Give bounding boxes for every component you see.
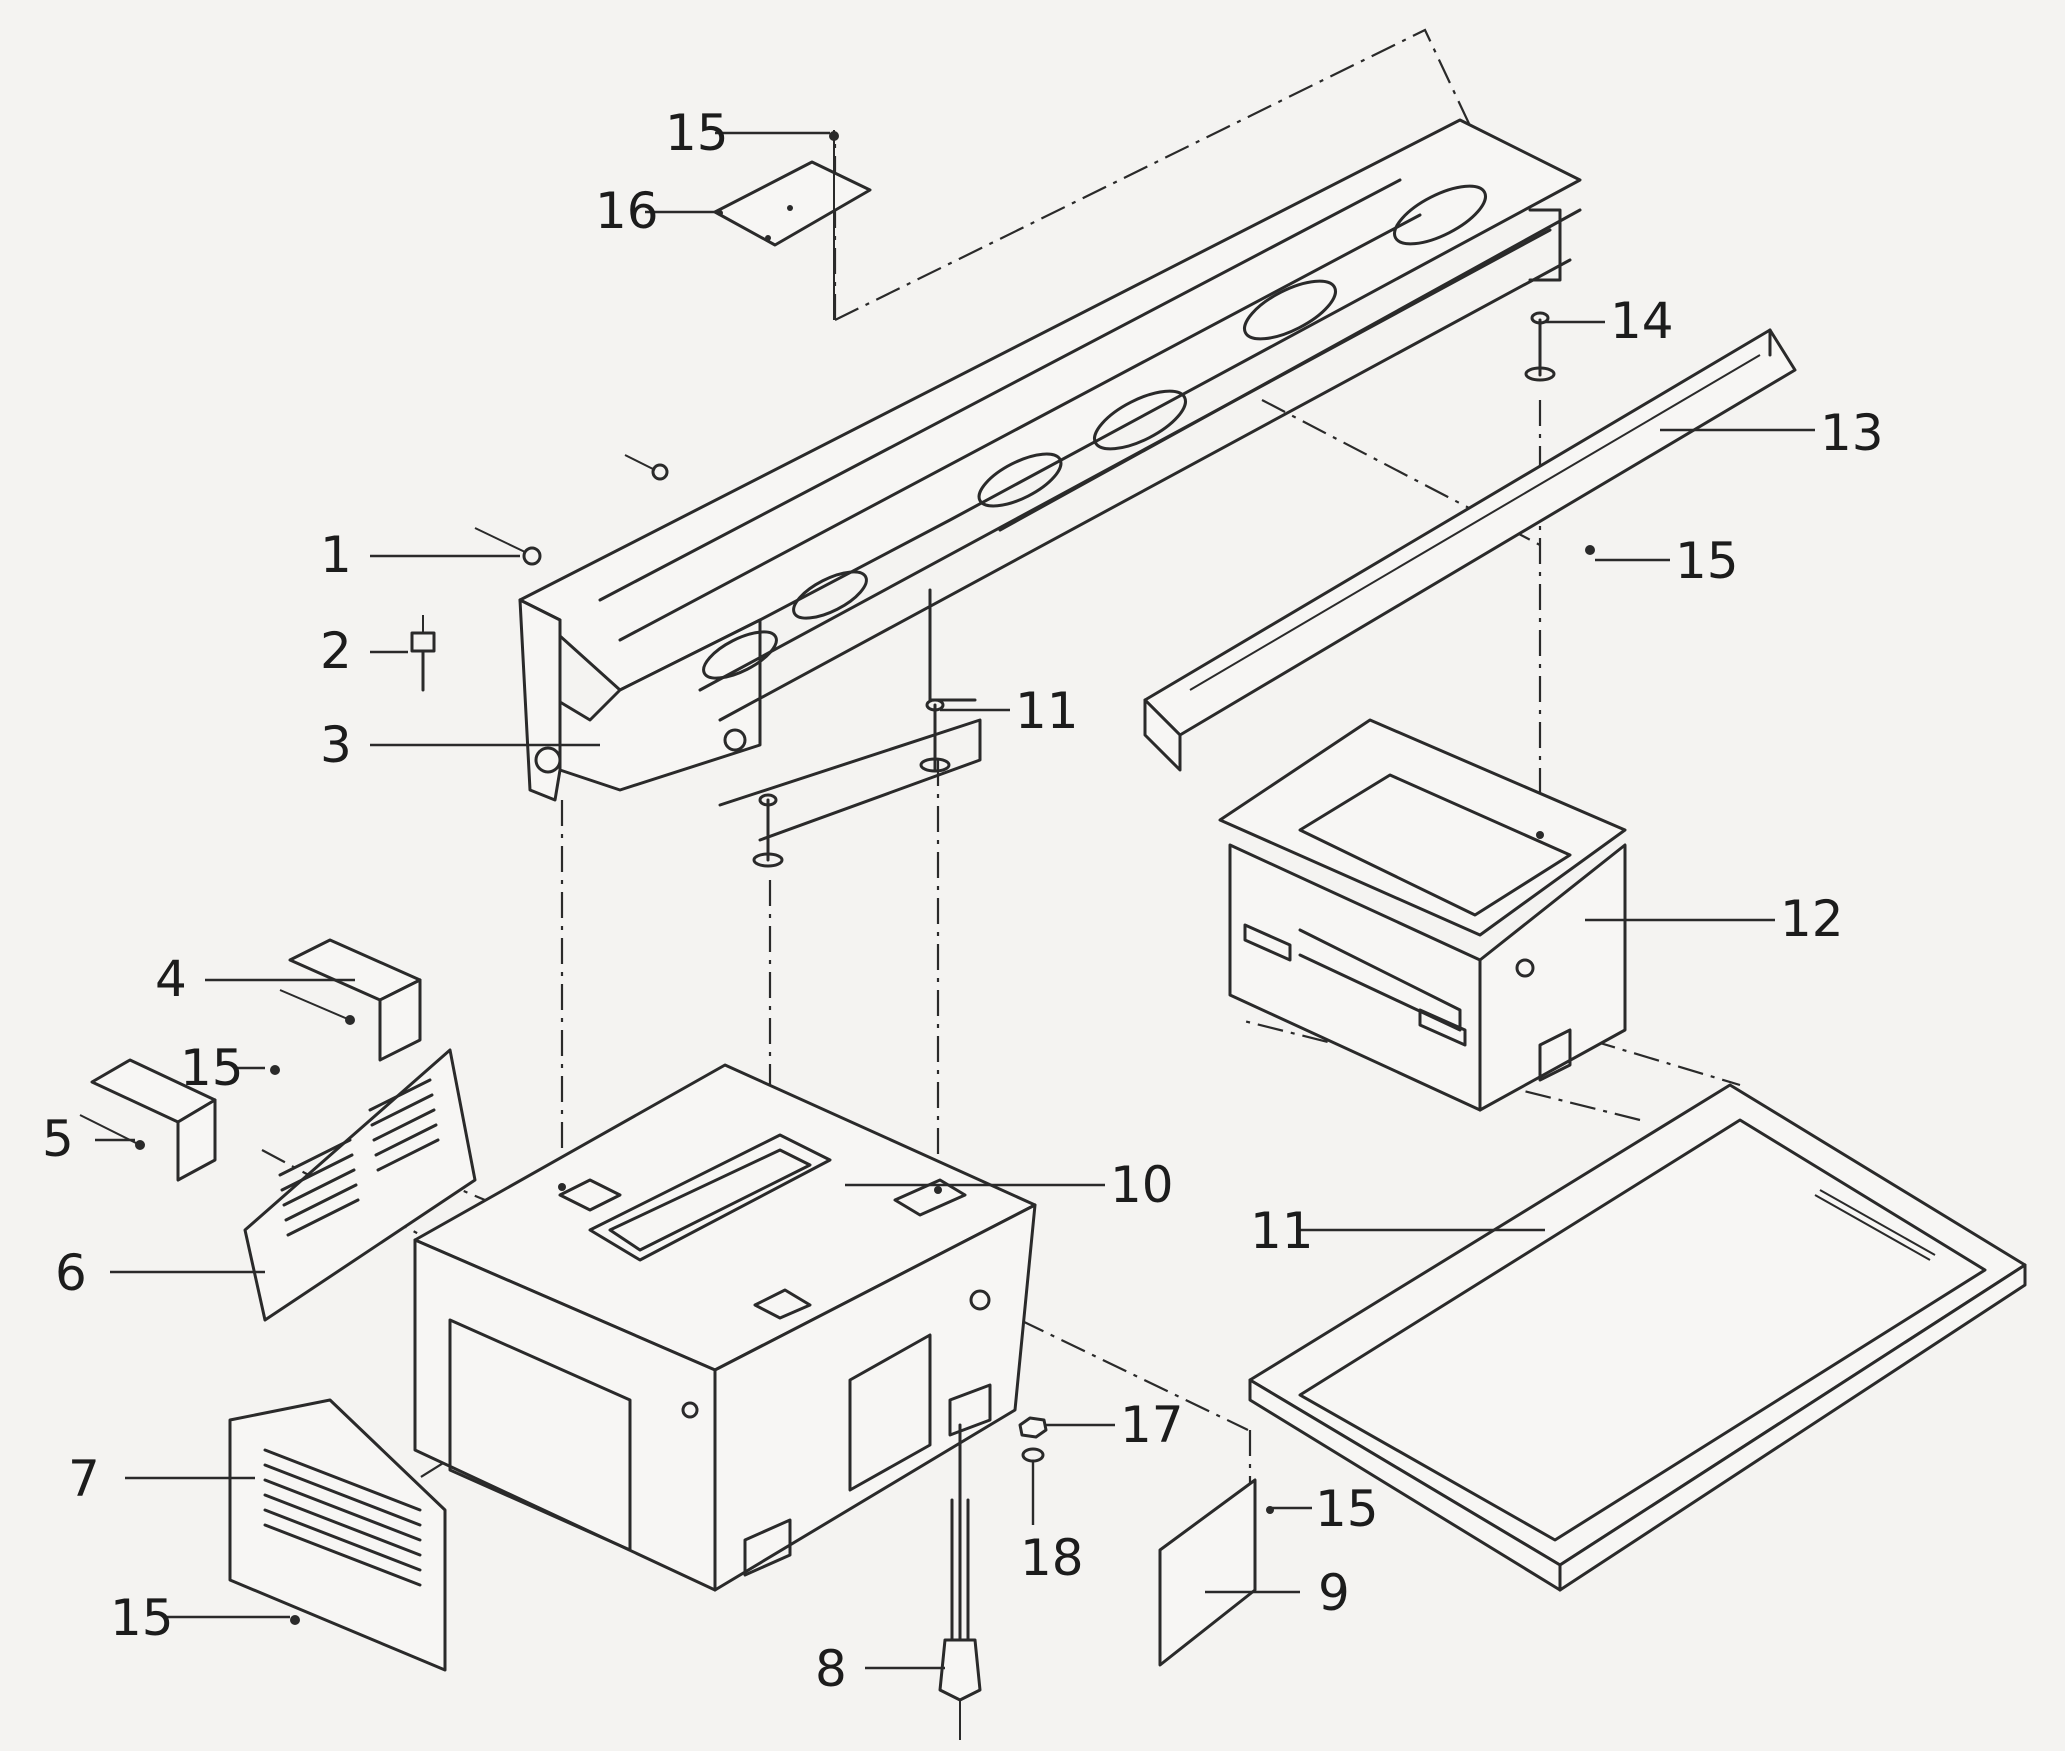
callout-7-louver-front: 7 <box>68 1450 100 1508</box>
bracket-lower <box>79 1058 217 1182</box>
callout-5-bracket-lower: 5 <box>42 1110 74 1168</box>
callout-15-plate-screw: 15 <box>1315 1480 1379 1538</box>
chip-tray <box>1248 1083 2027 1592</box>
leader-lines <box>95 131 1815 1670</box>
bracket-upper <box>279 938 422 1062</box>
callout-1-plug: 1 <box>320 526 352 584</box>
rear-splash-guard <box>1143 328 1797 772</box>
callout-15-louver-screw: 15 <box>110 1589 174 1647</box>
screws <box>270 545 1595 1625</box>
right-cabinet <box>1218 718 1627 1112</box>
callout-9-access-plate: 9 <box>1318 1564 1350 1622</box>
callout-14-bolt-right: 14 <box>1610 292 1674 350</box>
louver-panel-front <box>228 1398 447 1672</box>
cover-plate-top <box>713 130 872 320</box>
callout-labels: 15 16 14 13 15 1 2 3 11 12 4 15 5 10 11 … <box>42 104 1884 1698</box>
bolt <box>410 615 436 692</box>
callout-2-bolt: 2 <box>320 622 352 680</box>
louver-panel-rear <box>243 1048 477 1322</box>
callout-3-lathe-bed: 3 <box>320 716 352 774</box>
callout-10-left-cabinet: 10 <box>1110 1156 1174 1214</box>
callout-15-screw-top: 15 <box>665 104 729 162</box>
callout-6-louver-rear: 6 <box>55 1244 87 1302</box>
callout-18-washer: 18 <box>1020 1529 1084 1587</box>
callout-16-cover-plate: 16 <box>595 182 659 240</box>
callout-11-chip-tray: 11 <box>1250 1202 1314 1260</box>
callout-11-stud: 11 <box>1015 682 1079 740</box>
callout-15-panel-screw: 15 <box>180 1039 244 1097</box>
stud <box>752 698 951 868</box>
bolt-right <box>1524 311 1556 382</box>
callout-4-bracket-upper: 4 <box>155 950 187 1008</box>
callout-15-splash-screw: 15 <box>1675 532 1739 590</box>
callout-12-right-cabinet: 12 <box>1780 890 1844 948</box>
nut <box>1018 1416 1048 1439</box>
callout-17-nut: 17 <box>1120 1396 1184 1454</box>
access-plate <box>1158 1478 1274 1667</box>
left-cabinet <box>413 1063 1037 1592</box>
callout-13-splash-guard: 13 <box>1820 404 1884 462</box>
washer <box>1021 1447 1045 1463</box>
lathe-bed <box>474 118 1582 842</box>
leveling-bolt <box>938 1423 982 1740</box>
callout-8-leveling-bolt: 8 <box>815 1640 847 1698</box>
